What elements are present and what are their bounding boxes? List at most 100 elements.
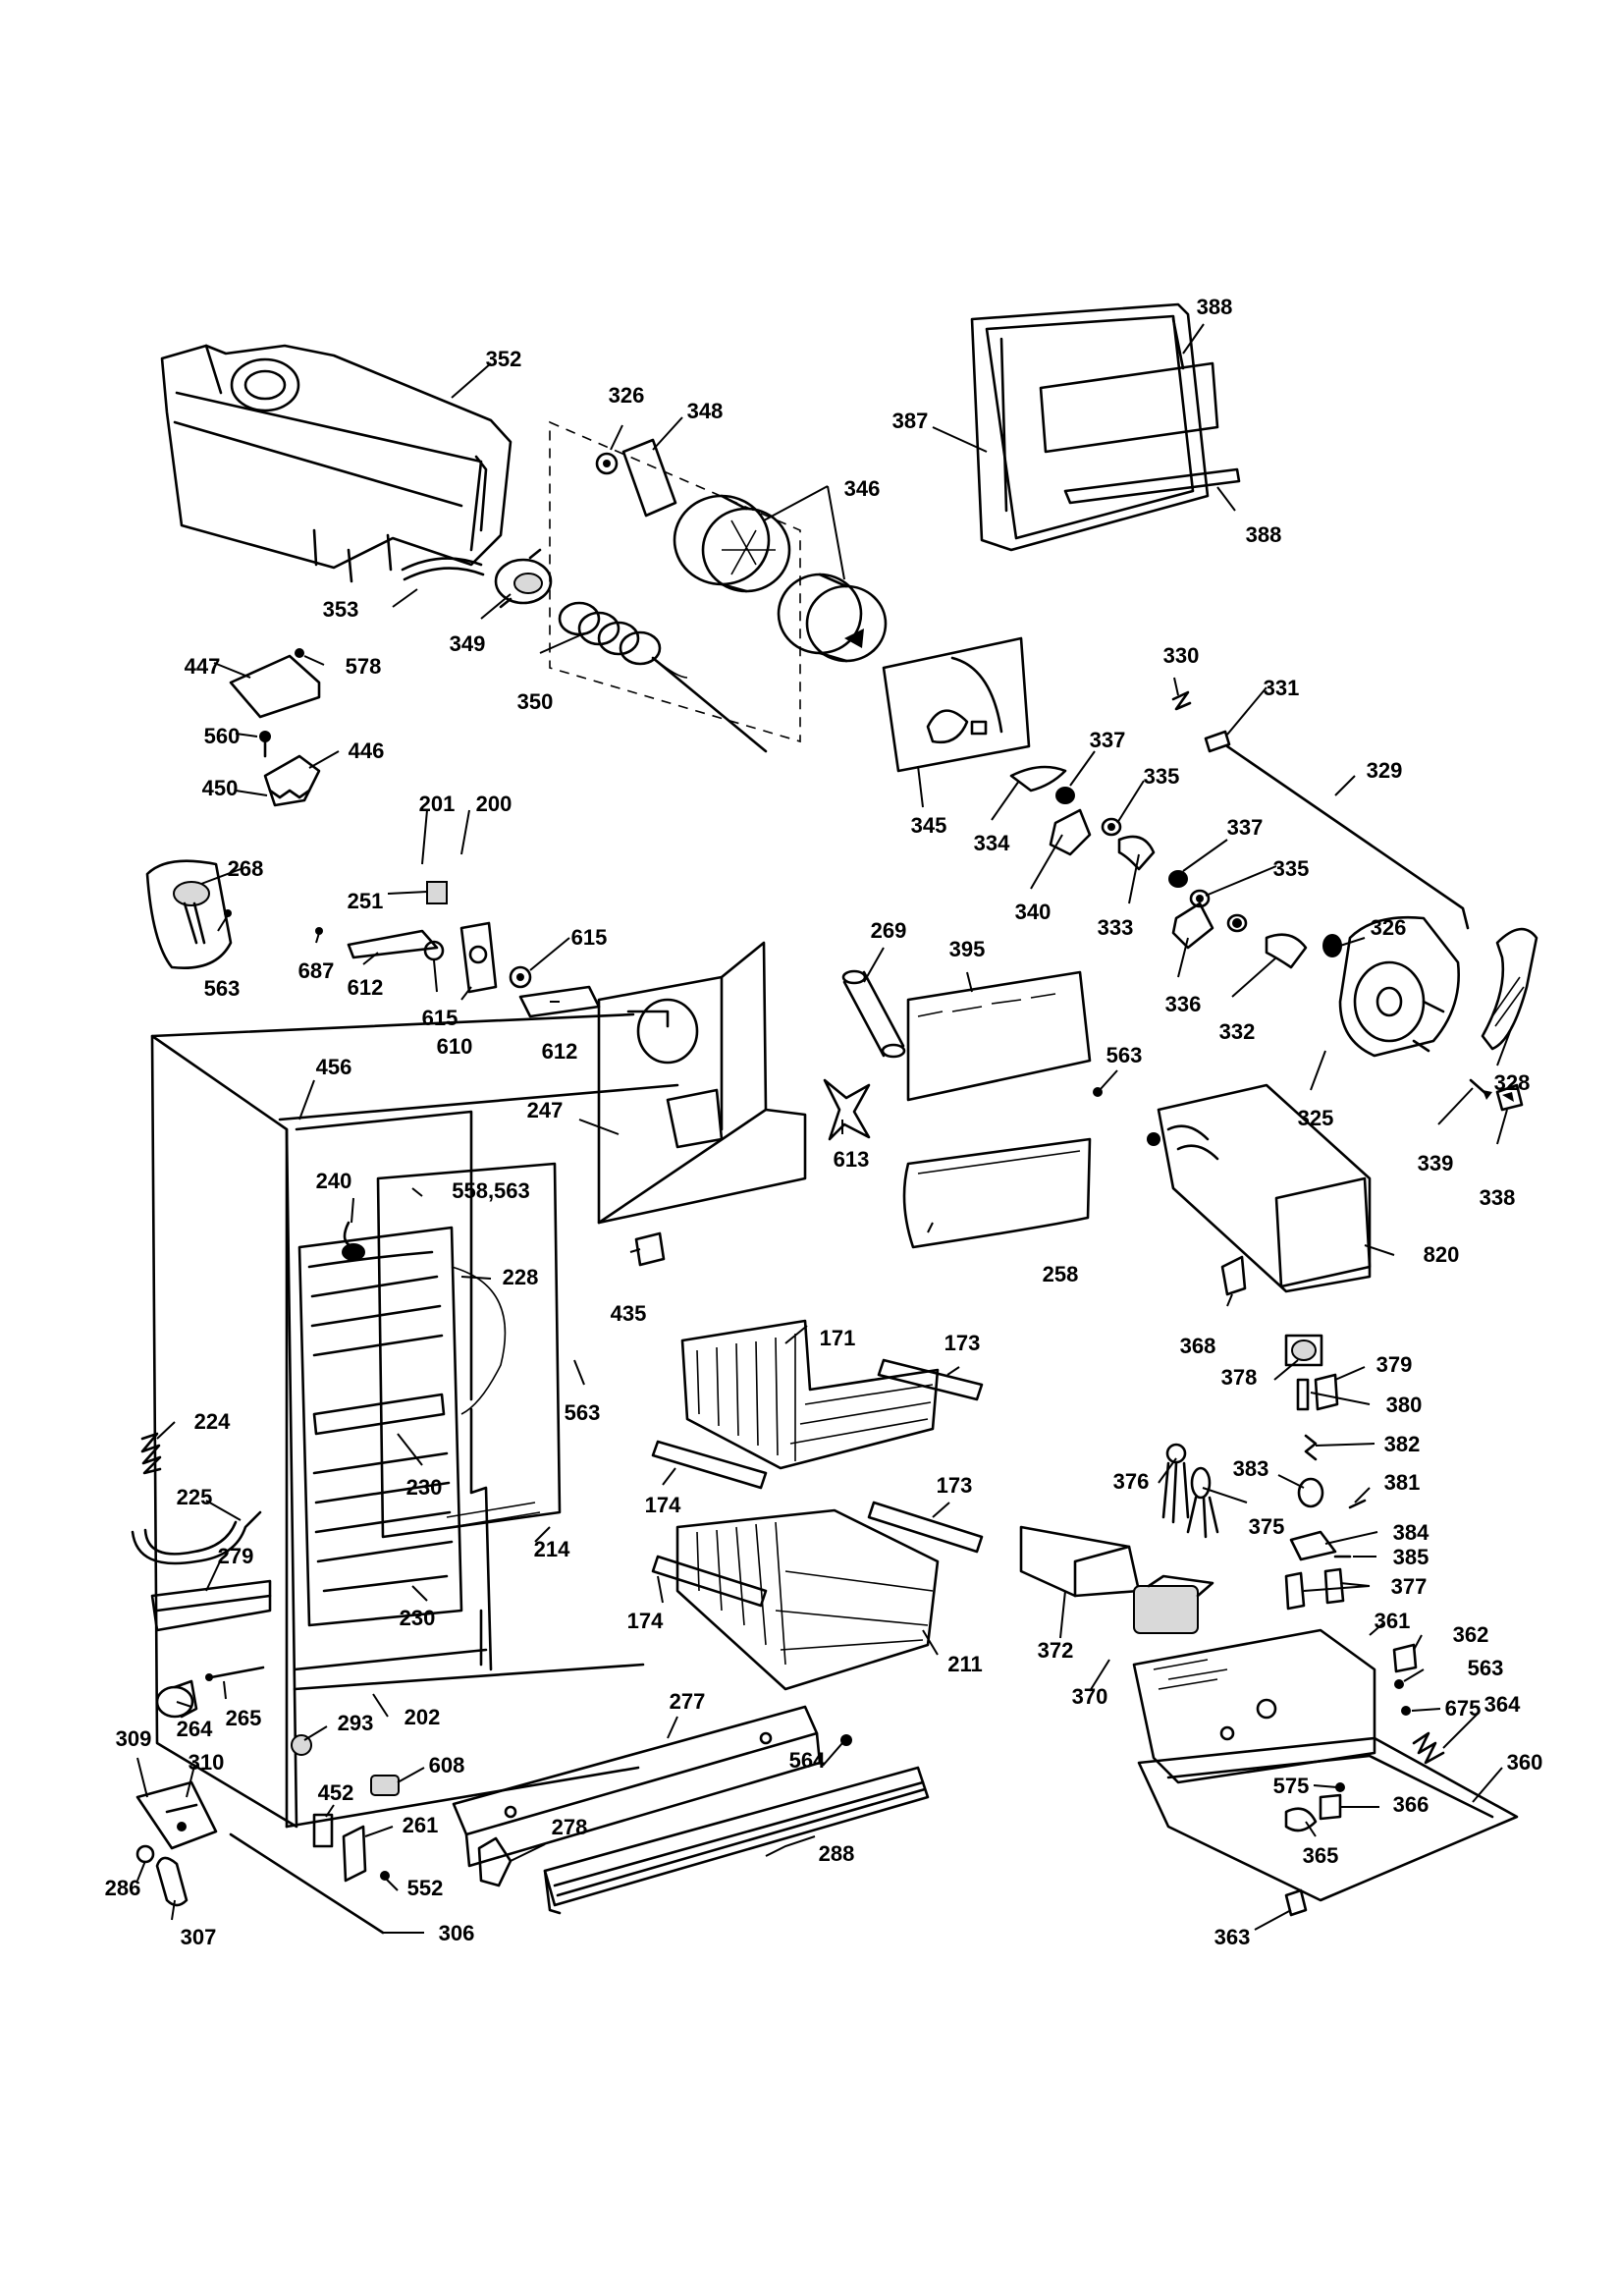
callout-258: 258 bbox=[1043, 1262, 1079, 1286]
part-329-rod bbox=[1225, 744, 1470, 930]
callout-366: 366 bbox=[1393, 1792, 1429, 1817]
part-278-leveler bbox=[477, 1836, 512, 1887]
callout-264: 264 bbox=[177, 1717, 213, 1741]
part-277-front-rail bbox=[452, 1705, 822, 1868]
part-362-clip bbox=[1392, 1643, 1418, 1673]
callout-687: 687 bbox=[298, 958, 335, 983]
part-326-nut-top bbox=[595, 452, 619, 475]
part-365-clip bbox=[1284, 1807, 1318, 1832]
callout-364: 364 bbox=[1484, 1692, 1521, 1717]
callout-201: 201 bbox=[419, 792, 456, 816]
part-225-drain-tube bbox=[131, 1510, 262, 1565]
callout-370: 370 bbox=[1072, 1684, 1108, 1709]
callout-383: 383 bbox=[1233, 1456, 1269, 1481]
part-381-pin bbox=[1348, 1499, 1367, 1509]
callout-247: 247 bbox=[527, 1098, 564, 1122]
callout-330: 330 bbox=[1163, 643, 1200, 668]
callout-325: 325 bbox=[1298, 1106, 1334, 1130]
part-379-clip bbox=[1314, 1373, 1339, 1411]
part-578-screw bbox=[295, 648, 304, 658]
callout-279: 279 bbox=[218, 1544, 254, 1568]
callout-338: 338 bbox=[1480, 1185, 1516, 1210]
part-368-bracket bbox=[1220, 1255, 1247, 1296]
callout-278: 278 bbox=[552, 1815, 588, 1839]
callout-376: 376 bbox=[1113, 1469, 1150, 1494]
callout-310: 310 bbox=[189, 1750, 225, 1775]
callout-446: 446 bbox=[349, 738, 385, 763]
callout-360: 360 bbox=[1507, 1750, 1543, 1775]
callout-333: 333 bbox=[1098, 915, 1134, 940]
part-306-rod bbox=[229, 1832, 385, 1935]
part-615-grommet-a bbox=[423, 940, 445, 961]
part-610-motor bbox=[459, 921, 498, 994]
callout-352: 352 bbox=[486, 347, 522, 371]
callout-447: 447 bbox=[185, 654, 221, 679]
part-615-grommet-b bbox=[509, 965, 532, 989]
callout-612: 612 bbox=[348, 975, 384, 1000]
callout-385: 385 bbox=[1393, 1545, 1429, 1569]
callout-384: 384 bbox=[1393, 1520, 1429, 1545]
part-360-drip-tray bbox=[1137, 1736, 1519, 1902]
callout-456: 456 bbox=[316, 1055, 352, 1079]
part-395-cover bbox=[906, 970, 1092, 1102]
callout-228: 228 bbox=[503, 1265, 539, 1289]
callout-820: 820 bbox=[1424, 1242, 1460, 1267]
callout-608: 608 bbox=[429, 1753, 465, 1777]
callout-173: 173 bbox=[944, 1331, 981, 1355]
part-340-blade bbox=[1049, 808, 1092, 856]
callout-307: 307 bbox=[181, 1925, 217, 1949]
callout-675: 675 bbox=[1445, 1696, 1482, 1721]
callout-363: 363 bbox=[1214, 1925, 1251, 1949]
part-564-screw bbox=[840, 1734, 852, 1746]
callout-200: 200 bbox=[476, 792, 512, 816]
callout-380: 380 bbox=[1386, 1393, 1423, 1417]
part-346-drum-b bbox=[777, 573, 888, 663]
part-337-spacer-b bbox=[1168, 870, 1188, 888]
callout-575: 575 bbox=[1273, 1774, 1310, 1798]
callout-615: 615 bbox=[422, 1006, 458, 1030]
callout-452: 452 bbox=[318, 1780, 354, 1805]
callout-211: 211 bbox=[947, 1652, 983, 1676]
part-240-thermostat-bulb bbox=[342, 1221, 365, 1261]
callout-382: 382 bbox=[1384, 1432, 1421, 1456]
part-224-spring bbox=[140, 1432, 162, 1475]
callout-377: 377 bbox=[1391, 1574, 1428, 1599]
part-286-washer bbox=[135, 1844, 155, 1864]
callout-326: 326 bbox=[609, 383, 645, 408]
part-348-plate bbox=[621, 438, 677, 518]
callout-361: 361 bbox=[1375, 1609, 1411, 1633]
part-370-relay bbox=[1133, 1574, 1214, 1634]
callout-353: 353 bbox=[323, 597, 359, 622]
part-608-cap bbox=[370, 1775, 400, 1796]
callout-612: 612 bbox=[542, 1039, 578, 1064]
callout-309: 309 bbox=[116, 1726, 152, 1751]
part-247-fan-shroud bbox=[597, 941, 807, 1225]
callout-615: 615 bbox=[571, 925, 608, 950]
part-211-lower-basket bbox=[675, 1508, 940, 1691]
callout-578: 578 bbox=[346, 654, 382, 679]
callout-230: 230 bbox=[400, 1606, 436, 1630]
callout-368: 368 bbox=[1180, 1334, 1216, 1358]
callout-610: 610 bbox=[437, 1034, 473, 1059]
callout-435: 435 bbox=[611, 1301, 647, 1326]
part-375-harness bbox=[1186, 1466, 1219, 1539]
part-214-evaporator-cover bbox=[376, 1162, 562, 1539]
callout-174: 174 bbox=[627, 1609, 664, 1633]
part-335-washer-b bbox=[1189, 889, 1211, 908]
part-326-washer-c bbox=[1226, 913, 1248, 933]
part-269-tube bbox=[841, 969, 906, 1059]
callout-240: 240 bbox=[316, 1169, 352, 1193]
part-687-screw bbox=[315, 927, 323, 935]
callout-388: 388 bbox=[1246, 522, 1282, 547]
callout-552: 552 bbox=[407, 1876, 444, 1900]
part-261-bracket bbox=[342, 1825, 367, 1883]
part-820-icemaker bbox=[1147, 1083, 1372, 1293]
callout-332: 332 bbox=[1219, 1019, 1256, 1044]
part-363-clip bbox=[1284, 1888, 1308, 1917]
part-328-bracket bbox=[1481, 927, 1538, 1051]
part-612-bracket-a bbox=[347, 929, 439, 959]
part-560-screw bbox=[259, 731, 271, 758]
part-353-clip bbox=[401, 557, 485, 581]
part-335-washer-a bbox=[1101, 817, 1122, 837]
